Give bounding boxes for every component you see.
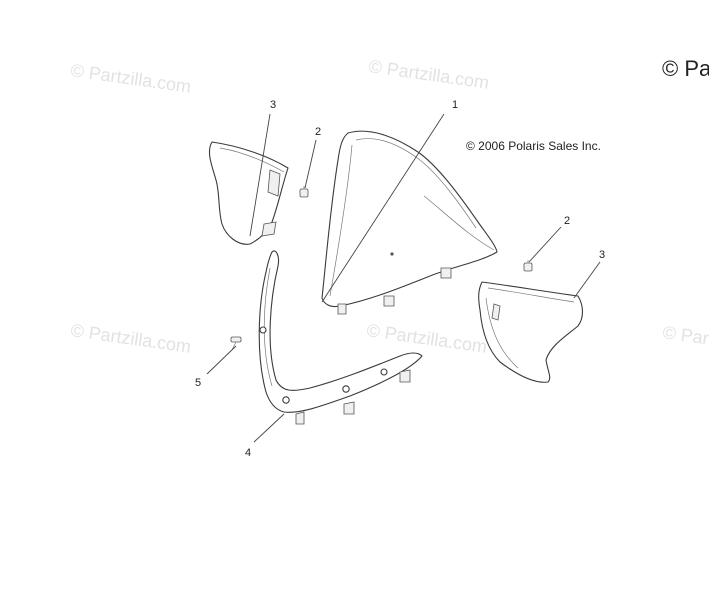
part-trim-strip (258, 250, 423, 425)
screw-icon (230, 336, 242, 351)
leader-2-upper (304, 139, 317, 189)
part-side-panel-right (478, 281, 584, 383)
callout-labels: 1 2 2 3 3 4 5 (195, 99, 605, 459)
callout-3-right: 3 (599, 249, 605, 261)
fastener-icon-right (523, 260, 533, 272)
watermark-top-center: © Partzilla.com (367, 56, 490, 93)
part-side-panel-left (208, 141, 289, 245)
leader-3-left (249, 113, 271, 237)
callout-2-upper: 2 (315, 126, 321, 138)
leader-5 (206, 345, 237, 375)
callout-1: 1 (452, 99, 458, 111)
leader-lines (206, 113, 601, 443)
leader-2-right (528, 226, 562, 263)
leader-1 (321, 113, 445, 303)
brand-corner: © Pa (662, 56, 709, 81)
callout-3-left: 3 (270, 99, 276, 111)
part-windshield (321, 130, 498, 315)
watermark-mid-center: © Partzilla.com (365, 320, 488, 357)
callout-4: 4 (245, 447, 251, 459)
watermark-top-left: © Partzilla.com (69, 60, 192, 97)
copyright-text: © 2006 Polaris Sales Inc. (466, 139, 601, 153)
leader-4 (253, 413, 285, 443)
callout-5: 5 (195, 377, 201, 389)
callout-2-right: 2 (564, 215, 570, 227)
leader-3-right (573, 261, 601, 299)
fastener-icon-upper (299, 186, 309, 198)
watermark-mid-right: © Partzilla.com (661, 322, 709, 359)
watermark-mid-left: © Partzilla.com (69, 320, 192, 357)
